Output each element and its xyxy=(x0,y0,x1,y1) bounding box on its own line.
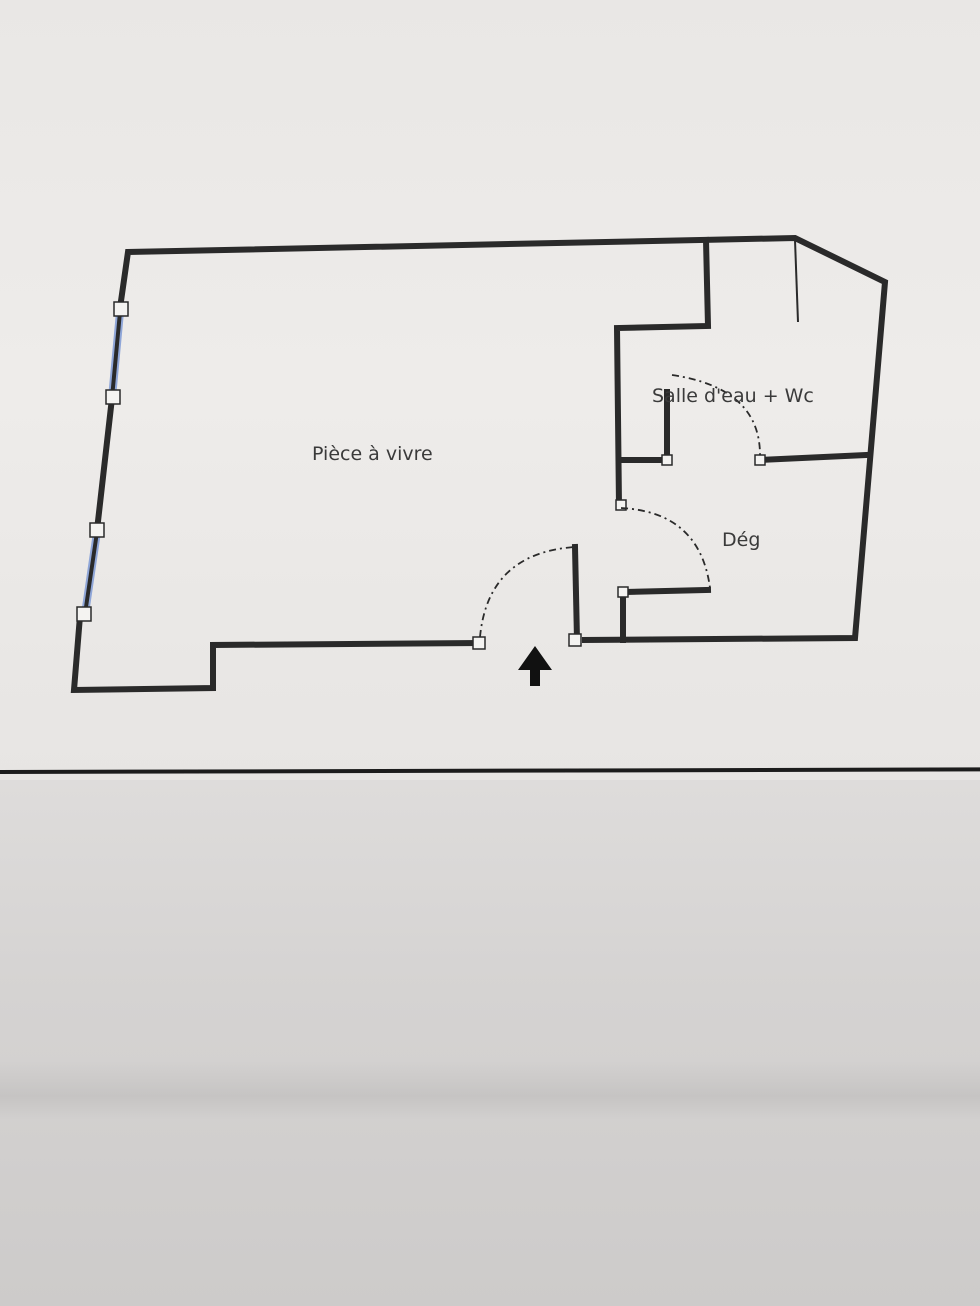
partition-bathroom-right xyxy=(756,451,870,464)
wall-left-top xyxy=(116,234,889,644)
window-hinge-3 xyxy=(89,522,105,538)
window-hinge-1 xyxy=(113,301,129,317)
door-swing-hallway xyxy=(620,507,711,589)
door-hinge-entrance-right xyxy=(568,633,582,647)
window-hinge-4 xyxy=(76,606,92,622)
entrance-arrow-icon xyxy=(518,646,552,686)
door-swing-bathroom xyxy=(671,374,761,456)
partition-hallway xyxy=(620,586,712,596)
wall-left-bottom xyxy=(70,612,482,694)
window-glass-2b xyxy=(87,531,101,615)
window-frame-2 xyxy=(81,526,101,618)
room-label-hallway: Dég xyxy=(722,529,760,551)
partition-bathroom-top xyxy=(613,236,712,510)
door-hinge-hallway-lower xyxy=(617,586,629,598)
paper-fold-shadow xyxy=(0,1060,980,1120)
door-hinge-entrance-left xyxy=(472,636,486,650)
door-hinge-bathroom-left xyxy=(661,454,673,466)
door-swing-entrance xyxy=(479,546,576,638)
room-label-bathroom: Salle d'eau + Wc xyxy=(652,385,814,407)
window-hinge-2 xyxy=(105,389,121,405)
wall-left-middle xyxy=(93,394,116,534)
paper-sheet-bottom xyxy=(0,780,980,1306)
paper-sheet-top xyxy=(0,0,980,780)
window-frame-1 xyxy=(108,306,124,402)
window-glass-1b xyxy=(114,311,124,399)
partition-entrance-stub xyxy=(571,543,581,644)
window-glass-1a xyxy=(108,311,118,399)
window-glass-2a xyxy=(81,531,95,615)
door-hinge-hallway xyxy=(615,499,627,511)
wall-thin-line xyxy=(794,239,799,323)
room-label-living: Pièce à vivre xyxy=(312,443,433,465)
door-hinge-bathroom-right xyxy=(754,454,766,466)
